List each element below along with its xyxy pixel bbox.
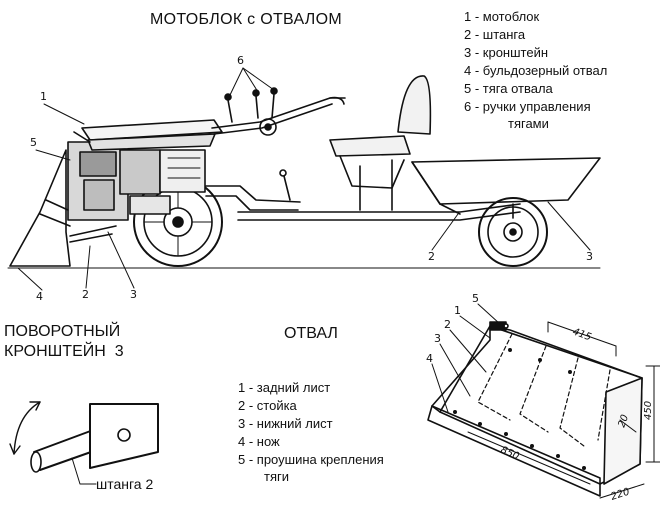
- callout-4: 4: [36, 290, 43, 303]
- blade-legend-item-4: 4 - нож: [238, 434, 280, 449]
- legend-item-3: 3 - кронштейн: [464, 45, 549, 60]
- callout-2: 2: [82, 288, 89, 301]
- bracket-title: ПОВОРОТНЫЙ КРОНШТЕЙН 3: [4, 323, 124, 360]
- dim-450: 450: [643, 401, 654, 420]
- legend-item-5: 5 - тяга отвала: [464, 81, 553, 96]
- blade-legend-item-5-cont: тяги: [264, 469, 289, 484]
- callout-2-cart: 2: [428, 250, 435, 263]
- blade-drawing: [427, 303, 660, 499]
- blade-callout-2: 2: [444, 318, 451, 331]
- legend-item-6: 6 - ручки управления: [464, 99, 591, 114]
- callout-3-cart: 3: [586, 250, 593, 263]
- dozer-blade: [9, 131, 117, 267]
- engine-block: [67, 141, 206, 221]
- bracket-drawing: [9, 401, 159, 485]
- dim-220: 220: [610, 486, 632, 502]
- blade-legend-item-2: 2 - стойка: [238, 398, 297, 413]
- cart-wheel: [478, 197, 548, 267]
- rod-label: штанга 2: [96, 476, 154, 492]
- legend-item-2: 2 - штанга: [464, 27, 526, 42]
- blade-callout-1: 1: [454, 304, 461, 317]
- dim-20: 20: [616, 413, 631, 429]
- callout-6: 6: [237, 54, 244, 67]
- blade-callout-4: 4: [426, 352, 433, 365]
- dim-415: 415: [571, 326, 593, 343]
- blade-legend-item-3: 3 - нижний лист: [238, 416, 333, 431]
- blade-legend-item-1: 1 - задний лист: [238, 380, 331, 395]
- blade-title: ОТВАЛ: [284, 325, 338, 342]
- callout-3: 3: [130, 288, 137, 301]
- motoblock-drawing: [7, 75, 601, 269]
- legend-item-1: 1 - мотоблок: [464, 9, 540, 24]
- legend-item-6-cont: тягами: [508, 116, 549, 131]
- blade-legend-item-5: 5 - проушина крепления: [238, 452, 384, 467]
- blade-callout-5: 5: [472, 292, 479, 305]
- legend-item-4: 4 - бульдозерный отвал: [464, 63, 608, 78]
- page-title: МОТОБЛОК с ОТВАЛОМ: [150, 11, 342, 28]
- callout-5: 5: [30, 136, 37, 149]
- callout-1: 1: [40, 90, 47, 103]
- blade-callout-3: 3: [434, 332, 441, 345]
